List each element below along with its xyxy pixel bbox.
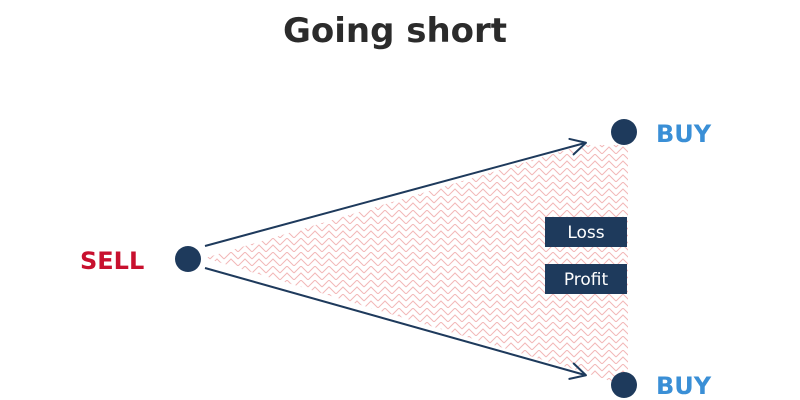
page-title: Going short <box>283 11 507 51</box>
sell-label: SELL <box>80 247 144 275</box>
hatched-region <box>205 145 628 387</box>
profit-label: Profit <box>564 270 609 290</box>
arrow-to-top-buy <box>204 137 587 247</box>
arrow-to-bottom-buy <box>204 267 587 380</box>
buy-bottom-label: BUY <box>656 372 712 400</box>
buy-top-node <box>611 119 637 145</box>
loss-box <box>545 217 627 247</box>
buy-bottom-node <box>611 372 637 398</box>
profit-box <box>545 264 627 294</box>
sell-node <box>175 246 201 272</box>
loss-label: Loss <box>567 223 604 243</box>
buy-top-label: BUY <box>656 120 712 148</box>
